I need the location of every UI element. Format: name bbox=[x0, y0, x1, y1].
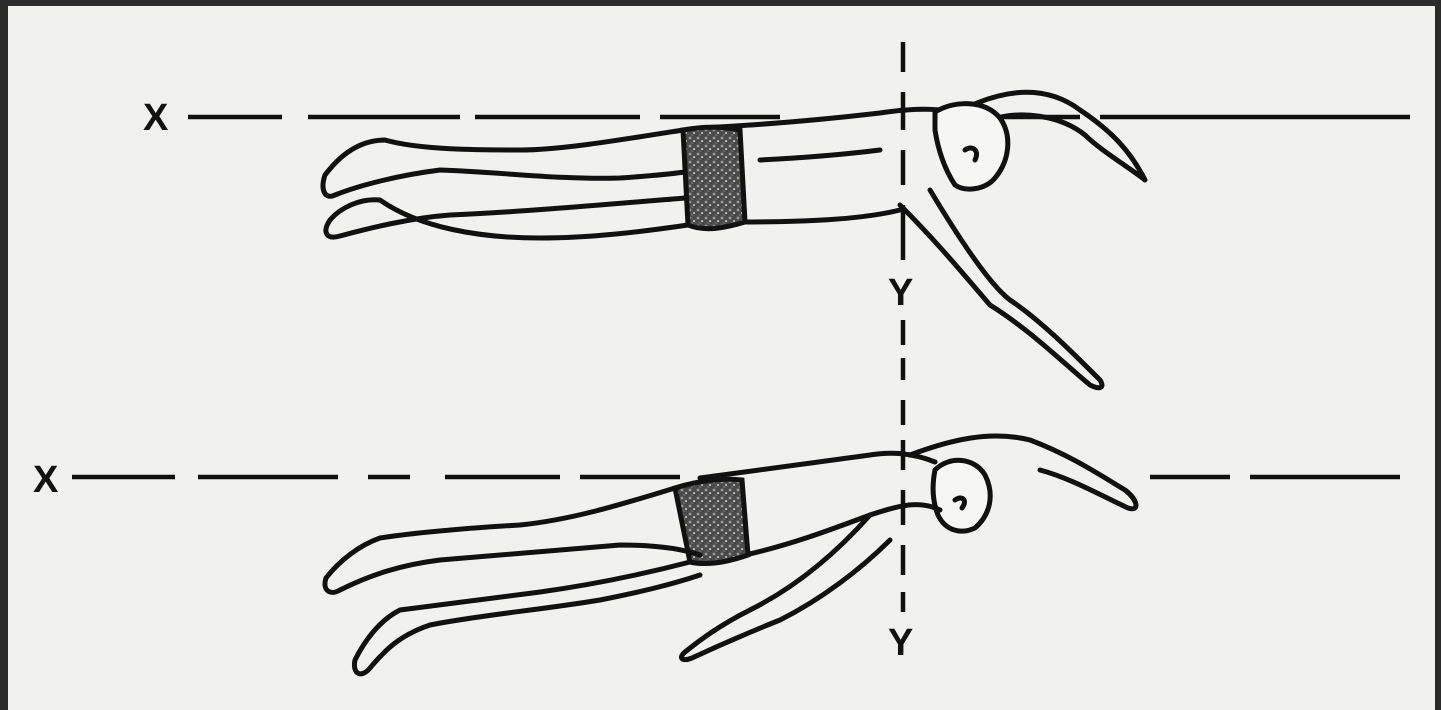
axis-label-y-top: Y bbox=[888, 272, 913, 314]
axis-y-top: Y bbox=[888, 42, 913, 425]
axis-y-bottom: Y bbox=[888, 440, 913, 664]
axis-label-x-bottom: X bbox=[33, 459, 59, 501]
axis-label-x-top: X bbox=[143, 97, 169, 139]
swimmer-dive-figure bbox=[325, 436, 1136, 674]
axis-x-top: X bbox=[143, 97, 1410, 139]
swimmer-glide-figure bbox=[323, 92, 1145, 387]
axis-label-y-bottom: Y bbox=[888, 622, 913, 664]
